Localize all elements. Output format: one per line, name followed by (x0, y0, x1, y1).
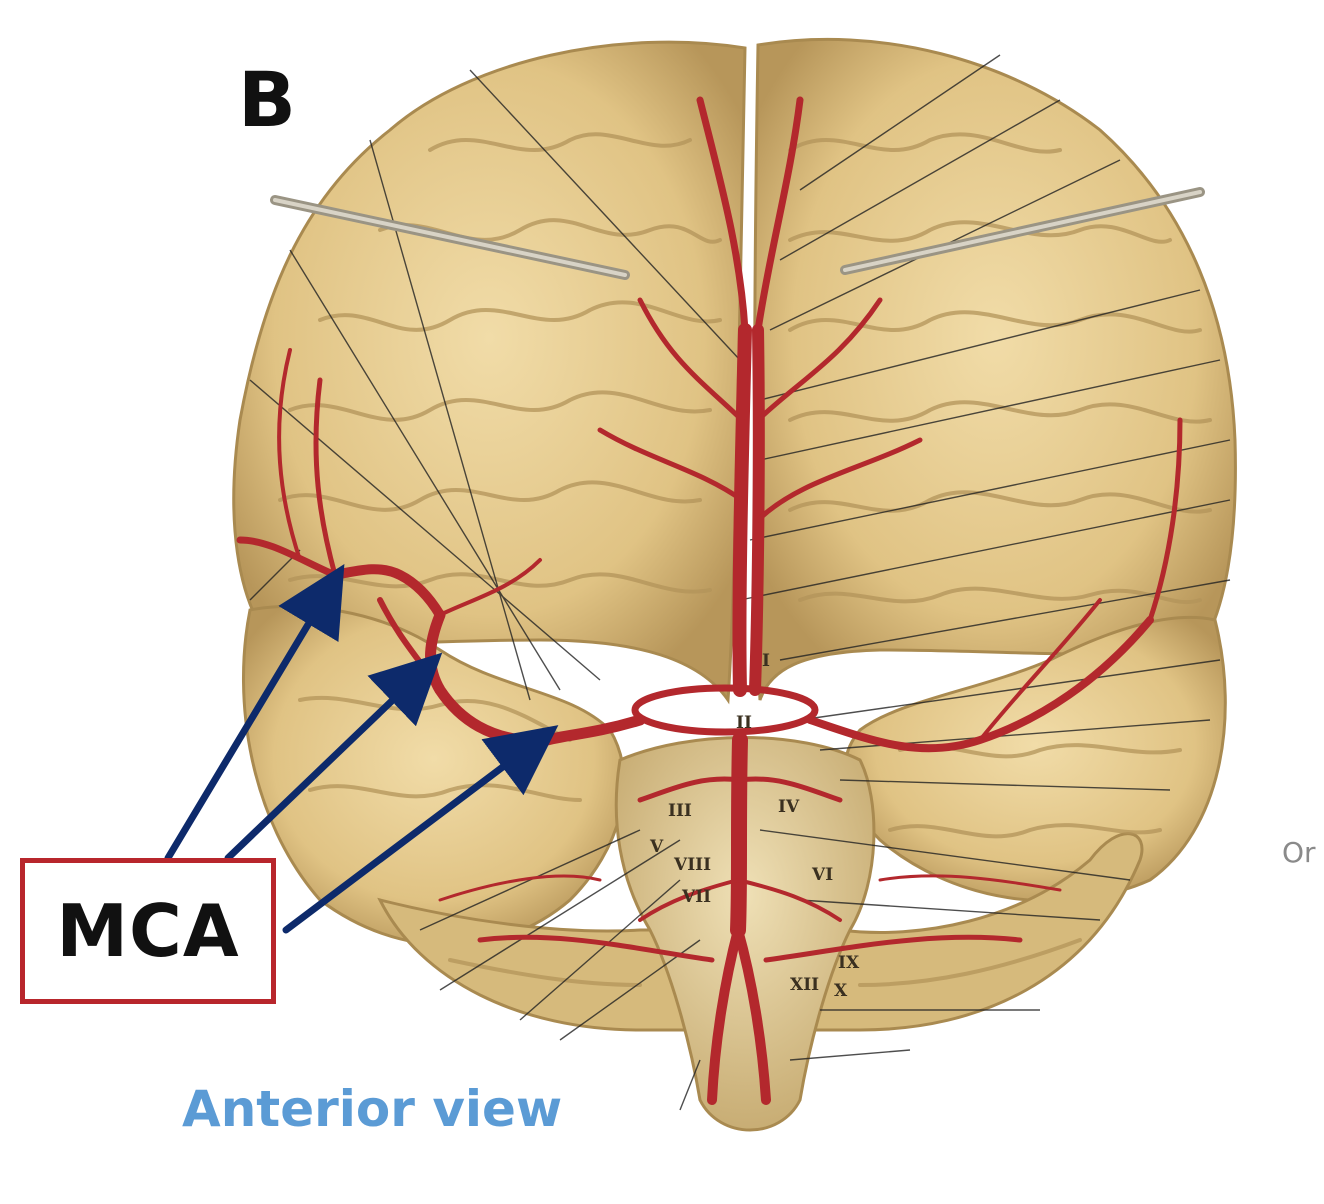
arteries (236, 96, 1183, 1105)
nerve-label: VIII (673, 855, 711, 875)
mca-callout-box: MCA (20, 858, 276, 1004)
retractor-pins (270, 187, 1205, 280)
nerve-label: XII (790, 975, 819, 995)
brainstem (614, 736, 876, 1132)
cropped-edge-text: Or (1282, 836, 1316, 869)
nerve-label: II (736, 713, 752, 733)
right-temporal-lobe (843, 615, 1227, 903)
nerve-label: IV (778, 797, 800, 817)
nerve-label: V (649, 837, 664, 857)
callout-arrow (224, 652, 443, 862)
leader-lines (249, 54, 1231, 1111)
nerve-label: IX (838, 953, 860, 973)
nerve-label: VII (681, 887, 711, 907)
callout-arrow (164, 563, 345, 862)
nerve-label: VI (811, 865, 833, 885)
mca-callout-label: MCA (56, 889, 240, 973)
panel-letter: B (238, 55, 296, 144)
callout-arrow (282, 725, 559, 934)
nerve-label: III (668, 801, 692, 821)
nerve-label: I (762, 651, 770, 671)
view-caption: Anterior view (182, 1080, 563, 1138)
nerve-label: X (834, 981, 848, 1001)
mca-callout-arrows (164, 563, 559, 934)
cranial-nerve-labels: I II III IV V VI VII VIII IX X XII (649, 651, 860, 1001)
